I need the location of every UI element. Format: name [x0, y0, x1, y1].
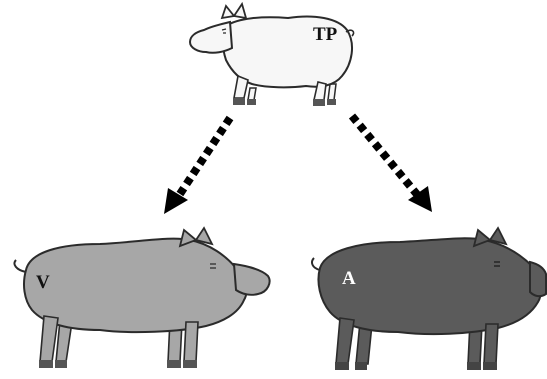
parent-pig-ear [220, 4, 236, 20]
arrow-to-left-child [164, 115, 234, 214]
arrow-to-right-child [348, 113, 432, 212]
parent-pig: TP [188, 1, 355, 106]
right-child-pig: A [311, 226, 547, 370]
parent-pig-label: TP [313, 24, 338, 45]
left-child-pig: V [13, 226, 271, 368]
right-child-pig-label: A [342, 268, 356, 289]
parent-pig-body [222, 15, 354, 89]
parent-pig-head [188, 20, 234, 54]
left-child-pig-label: V [36, 272, 50, 293]
